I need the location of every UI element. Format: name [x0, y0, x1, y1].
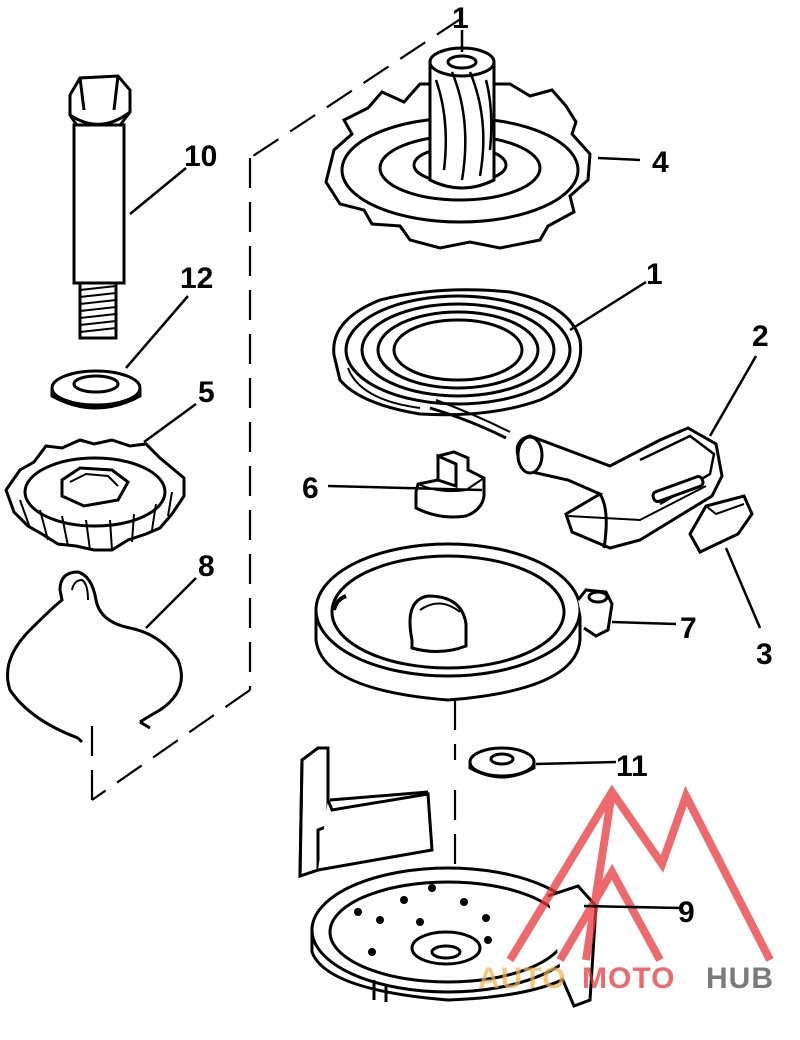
- watermark-logo: [506, 784, 774, 963]
- rewind-spring-part-1: [332, 288, 583, 440]
- leader-lines: [125, 30, 762, 910]
- callout-8: 8: [198, 550, 215, 583]
- callout-12: 12: [180, 262, 213, 295]
- insert-part-3: [688, 494, 754, 554]
- pawl-part-6: [414, 450, 486, 519]
- callout-numbers: 1 1 2 3 4 5 6 7 8 9 10 11 12: [180, 2, 773, 929]
- washer-part-12: [50, 369, 142, 410]
- handle-part-2: [515, 426, 724, 550]
- pulley-part-4: [324, 46, 592, 250]
- callout-2: 2: [752, 320, 769, 353]
- bolt-part-10: [68, 74, 132, 340]
- callout-1: 1: [646, 258, 663, 291]
- callout-9: 9: [678, 896, 695, 929]
- callout-5: 5: [198, 376, 215, 409]
- callout-7: 7: [680, 612, 697, 645]
- rope-housing-part-7: [314, 542, 614, 702]
- starter-housing-part-9: [298, 746, 598, 1008]
- callout-4: 4: [652, 146, 669, 179]
- callout-6: 6: [302, 472, 319, 505]
- gear-part-5: [4, 438, 186, 552]
- spring-clip-part-8: [6, 570, 183, 744]
- callout-1-top: 1: [452, 2, 469, 35]
- watermark-hub: HUB: [706, 962, 774, 995]
- callout-3: 3: [756, 638, 773, 671]
- watermark-moto: MOTO: [582, 962, 675, 995]
- washer-part-11: [468, 746, 536, 779]
- callout-10: 10: [184, 140, 217, 173]
- callout-11: 11: [616, 750, 648, 783]
- watermark-auto: AUTO: [478, 962, 566, 995]
